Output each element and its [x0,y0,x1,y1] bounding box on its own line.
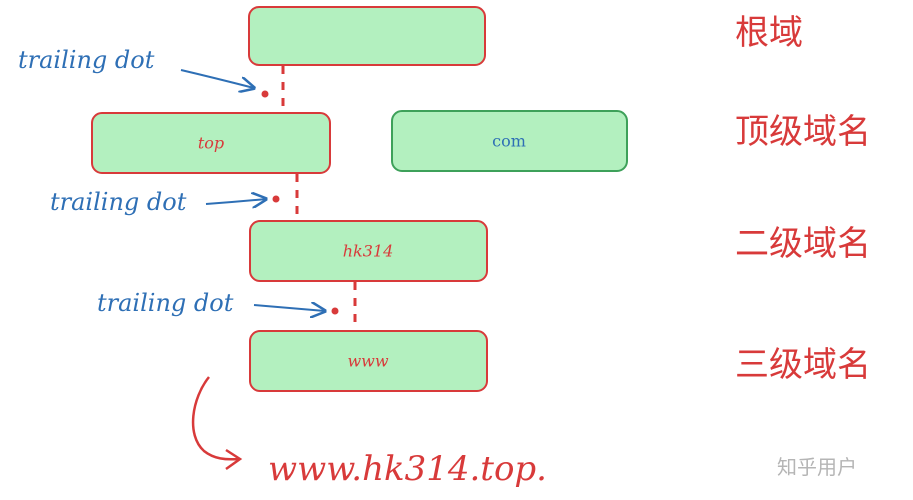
top-domain-box [91,112,331,174]
level-label-top: 顶级域名 [735,112,871,152]
result-arrow-head [225,448,243,471]
result-fqdn: www.hk314.top. [268,449,547,489]
watermark: 知乎用户 [777,455,857,479]
level-label-third: 三级域名 [735,345,871,385]
second-level-domain-box [249,220,488,282]
trailing-dot-arrow-2 [205,199,266,204]
root-domain-box [248,6,486,66]
trailing-dot-root [261,90,269,98]
level-label-second: 二级域名 [735,224,871,264]
trailing-dot-label-2: trailing dot [50,188,187,216]
trailing-dot-arrow-3 [253,305,325,311]
second-level-domain-label: hk314 [343,242,394,261]
trailing-dot-top [272,195,280,203]
trailing-dot-arrow-1 [180,69,254,88]
third-level-domain-box [249,330,488,392]
trailing-dot-label-3: trailing dot [97,289,234,317]
trailing-dot-label-1: trailing dot [18,46,155,74]
top-domain-label: top [198,134,224,153]
com-domain-label: com [492,132,526,151]
trailing-dot-second [331,307,339,315]
third-level-domain-label: www [347,352,388,371]
level-label-root: 根域 [735,13,803,53]
com-domain-box [391,110,628,172]
result-arrow-shaft [191,376,239,461]
